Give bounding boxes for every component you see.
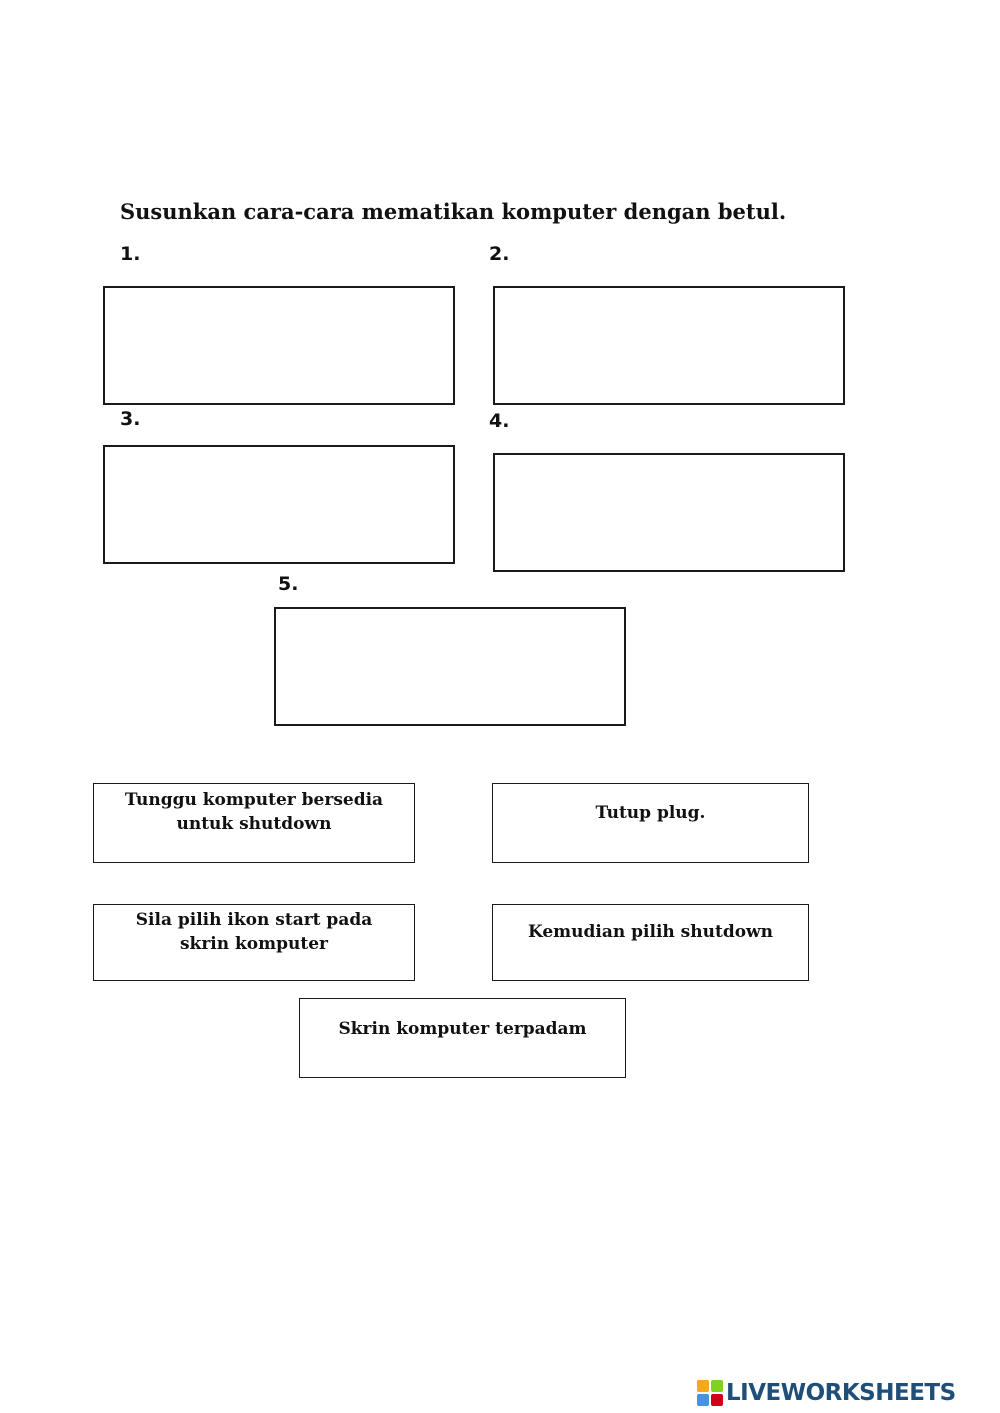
slot-number-1: 1. [120, 243, 141, 265]
liveworksheets-logo[interactable]: LIVEWORKSHEETS [697, 1377, 956, 1409]
answer-card-choose-shutdown[interactable]: Kemudian pilih shutdown [492, 904, 809, 981]
answer-card-start-icon[interactable]: Sila pilih ikon start pada skrin kompute… [93, 904, 415, 981]
logo-text: LIVEWORKSHEETS [726, 1380, 956, 1406]
card-label: Sila pilih ikon start pada skrin kompute… [135, 910, 373, 954]
answer-card-wait-shutdown[interactable]: Tunggu komputer bersedia untuk shutdown [93, 783, 415, 863]
card-label: Tutup plug. [595, 803, 706, 823]
slot-number-4: 4. [489, 410, 510, 432]
answer-box-2[interactable] [493, 286, 845, 405]
answer-box-5[interactable] [274, 607, 626, 726]
answer-card-unplug[interactable]: Tutup plug. [492, 783, 809, 863]
slot-number-3: 3. [120, 408, 141, 430]
card-label: Kemudian pilih shutdown [527, 922, 774, 942]
card-label: Skrin komputer terpadam [338, 1019, 587, 1039]
slot-number-5: 5. [278, 573, 299, 595]
answer-box-3[interactable] [103, 445, 455, 564]
liveworksheets-logo-icon [697, 1380, 723, 1406]
card-label: Tunggu komputer bersedia untuk shutdown [124, 790, 384, 834]
answer-card-screen-off[interactable]: Skrin komputer terpadam [299, 998, 626, 1078]
answer-box-1[interactable] [103, 286, 455, 405]
slot-number-2: 2. [489, 243, 510, 265]
instruction-heading: Susunkan cara-cara mematikan komputer de… [120, 199, 787, 224]
answer-box-4[interactable] [493, 453, 845, 572]
